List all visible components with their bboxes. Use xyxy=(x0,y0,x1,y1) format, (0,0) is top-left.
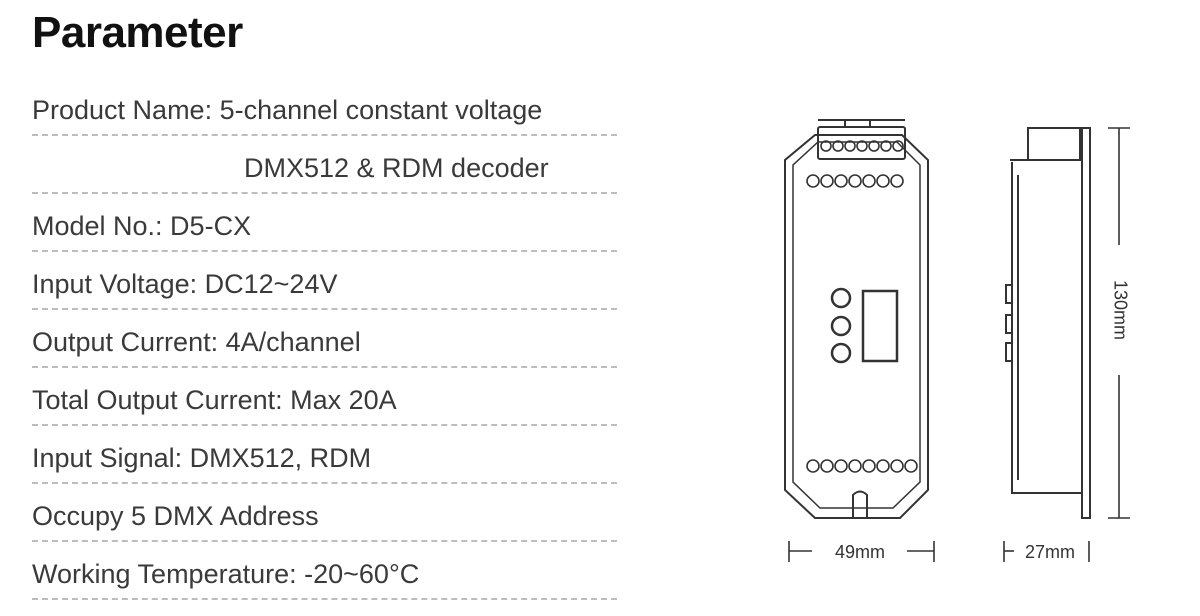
side-view-outline xyxy=(1005,127,1091,519)
param-dmx-address: Occupy 5 DMX Address xyxy=(32,484,617,542)
button-icon xyxy=(830,315,852,337)
param-output-current: Output Current: 4A/channel xyxy=(32,310,617,368)
top-terminal-block xyxy=(817,126,906,160)
param-model-no: Model No.: D5-CX xyxy=(32,194,617,252)
parameter-list: Product Name: 5-channel constant voltage… xyxy=(32,78,617,600)
height-dimension-label: 130mm xyxy=(1110,280,1130,340)
param-total-output-current: Total Output Current: Max 20A xyxy=(32,368,617,426)
button-icon xyxy=(830,342,852,364)
param-input-signal: Input Signal: DMX512, RDM xyxy=(32,426,617,484)
display-window-icon xyxy=(861,289,899,363)
param-working-temperature: Working Temperature: -20~60°C xyxy=(32,542,617,600)
device-dimension-drawing: 49mm 27mm 130mm xyxy=(784,119,1130,562)
param-product-name-cont: DMX512 & RDM decoder xyxy=(32,136,617,194)
param-input-voltage: Input Voltage: DC12~24V xyxy=(32,252,617,310)
width-dimension-label: 49mm xyxy=(835,542,885,562)
button-icon xyxy=(830,287,852,309)
front-view-outline xyxy=(784,134,929,519)
depth-dimension-label: 27mm xyxy=(1025,542,1075,562)
terminal-holes xyxy=(806,140,918,473)
mounting-slot xyxy=(852,490,868,518)
param-product-name: Product Name: 5-channel constant voltage xyxy=(32,78,617,136)
dimension-lines xyxy=(788,127,1130,562)
page-title: Parameter xyxy=(32,8,243,57)
